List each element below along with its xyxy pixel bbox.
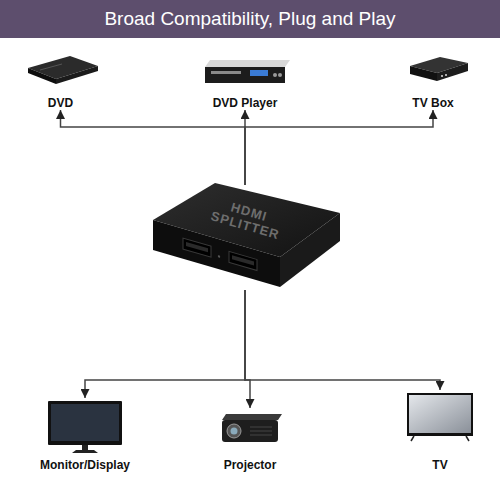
node-label: DVD Player — [213, 96, 278, 110]
splitter-illustration — [153, 183, 340, 287]
signal-connector — [245, 290, 250, 408]
hdmi-port-pin — [186, 242, 208, 252]
tv-frame — [407, 393, 473, 436]
player-front — [205, 67, 285, 83]
device-node: DVD — [18, 50, 103, 110]
device-node: DVD Player — [195, 52, 295, 110]
projector-vent — [250, 431, 272, 432]
player-button — [278, 73, 282, 77]
tv-illustration — [407, 393, 473, 441]
tv-screen — [409, 395, 471, 433]
player-display — [250, 70, 268, 76]
monitor-screen — [51, 404, 119, 441]
monitor-neck — [82, 445, 88, 450]
node-label: DVD — [48, 96, 73, 110]
splitter-ports — [183, 238, 257, 270]
projector-body — [222, 420, 278, 442]
player-top — [205, 60, 290, 67]
box-led — [441, 75, 443, 77]
projector-vent — [250, 435, 272, 436]
device-node: Projector — [195, 408, 305, 472]
node-label: TV Box — [412, 96, 453, 110]
projector-lens — [227, 424, 241, 438]
box-front — [410, 66, 437, 81]
drive-side — [56, 66, 98, 84]
projector-glass — [231, 428, 238, 435]
monitor-illustration — [48, 401, 122, 453]
hdmi-port — [229, 251, 257, 270]
monitor-base — [72, 450, 98, 453]
drive-front — [28, 68, 56, 84]
box-led — [445, 74, 447, 76]
signal-connector — [244, 110, 246, 185]
splitter-box: HDMI SPLITTER — [145, 185, 345, 290]
projector-top — [222, 414, 282, 420]
title-text: Broad Compatibility, Plug and Play — [104, 8, 395, 30]
drive-detail — [40, 64, 62, 70]
node-label: Monitor/Display — [40, 458, 130, 472]
signal-connector — [245, 110, 433, 185]
projector-illustration — [222, 414, 282, 442]
device-node: TV Box — [388, 52, 478, 110]
box-side — [437, 63, 468, 81]
device-node: TV — [385, 390, 495, 472]
signal-connector — [245, 290, 440, 390]
node-label: HDMI SPLITTER — [203, 194, 291, 244]
title-band: Broad Compatibility, Plug and Play — [0, 0, 500, 38]
tv-foot — [466, 436, 469, 441]
tv-foot — [411, 436, 414, 441]
signal-connector — [61, 110, 246, 185]
status-led — [218, 255, 220, 258]
tv-box-illustration — [410, 57, 468, 81]
disc-tray — [211, 71, 241, 74]
node-label: TV — [432, 458, 447, 472]
node-label: Projector — [224, 458, 277, 472]
dvd-drive-illustration — [28, 56, 98, 84]
hdmi-port-pin — [232, 255, 254, 265]
device-node: Monitor/Display — [20, 398, 150, 472]
monitor-frame — [48, 401, 122, 445]
player-button — [273, 73, 277, 77]
signal-connector — [85, 290, 245, 398]
projector-vent — [250, 427, 272, 428]
dvd-player-illustration — [205, 60, 290, 83]
hdmi-port — [183, 238, 211, 257]
splitter-side — [280, 213, 340, 287]
